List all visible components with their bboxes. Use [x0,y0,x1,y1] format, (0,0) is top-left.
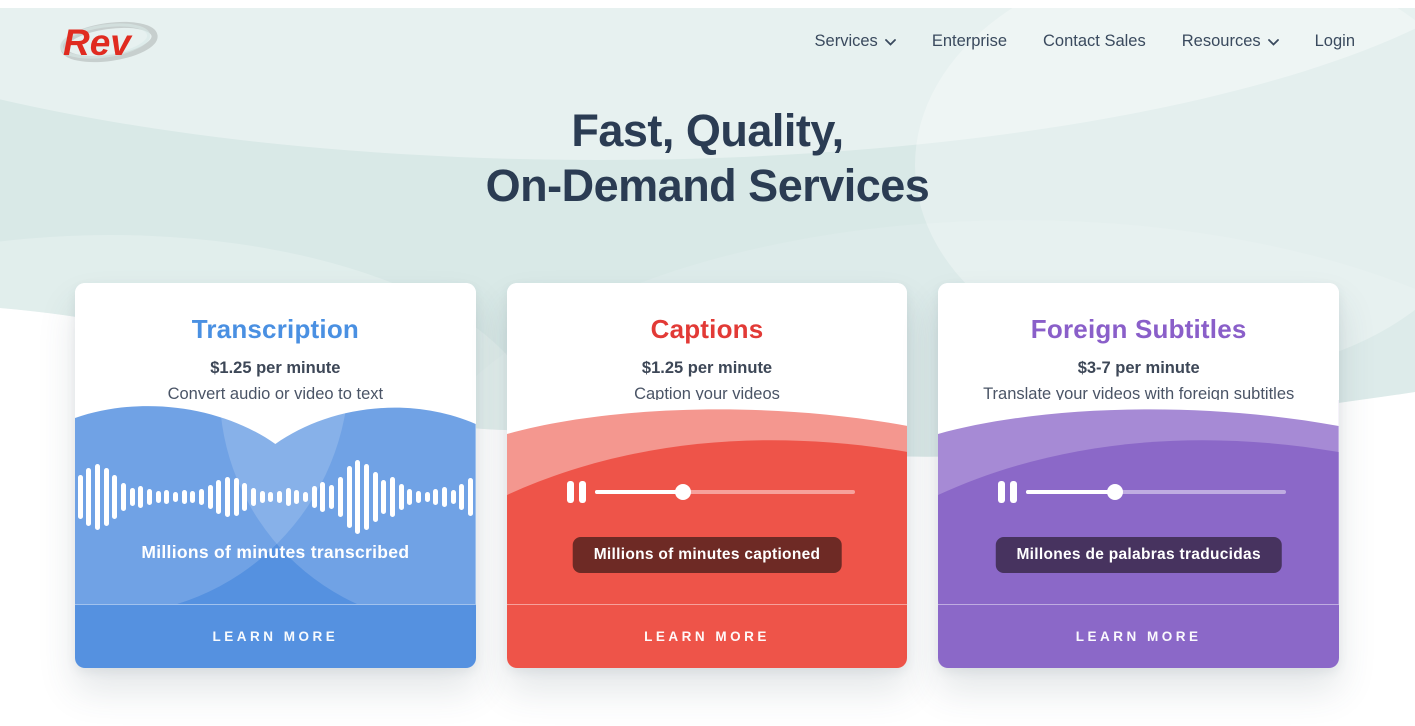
card-foreign-subtitles: Foreign Subtitles $3-7 per minute Transl… [938,283,1340,668]
slider-fill [594,490,684,494]
card-head: Foreign Subtitles $3-7 per minute Transl… [938,283,1340,403]
nav-item-services[interactable]: Services [815,32,896,51]
nav-item-label: Services [814,31,878,50]
nav-item-label: Resources [1181,31,1261,50]
nav-item-resources[interactable]: Resources [1182,32,1279,51]
nav-item-login[interactable]: Login [1315,32,1355,51]
card-title: Captions [650,314,764,344]
pause-icon[interactable] [566,481,586,503]
page-title: Fast, Quality,On-Demand Services [485,105,930,211]
nav-item-contact-sales[interactable]: Contact Sales [1043,32,1146,51]
card-description: Caption your videos [634,385,780,403]
card-head: Transcription $1.25 per minute Convert a… [75,283,476,403]
learn-more-button[interactable]: LEARN MORE [75,604,476,668]
main-nav: Services Enterprise Contact Sales Resour… [815,32,1355,51]
stats-badge: Millones de palabras traducidas [995,537,1282,573]
site-header: Rev Services Enterprise Contact Sales Re… [0,8,1415,74]
progress-slider[interactable] [1026,484,1287,500]
card-title: Foreign Subtitles [1030,314,1247,344]
card-captions: Captions $1.25 per minute Caption your v… [506,283,908,668]
slider-fill [1026,490,1115,494]
media-player [938,480,1339,504]
slider-knob[interactable] [1106,484,1123,500]
nav-item-enterprise[interactable]: Enterprise [932,32,1007,51]
rev-logo[interactable]: Rev [55,15,159,67]
pause-icon[interactable] [998,481,1018,503]
card-description: Translate your videos with foreign subti… [983,385,1295,403]
learn-more-button[interactable]: LEARN MORE [506,604,908,668]
nav-item-label: Contact Sales [1043,31,1146,50]
card-media: Millones de palabras traducidas [938,400,1340,604]
card-media: Millions of minutes captioned [506,400,908,604]
card-head: Captions $1.25 per minute Caption your v… [506,283,908,403]
slider-knob[interactable] [675,484,692,500]
nav-item-label: Login [1314,31,1355,50]
card-price: $1.25 per minute [210,359,341,377]
card-media: Millions of minutes transcribed [75,400,476,604]
card-description: Convert audio or video to text [167,385,384,403]
card-transcription: Transcription $1.25 per minute Convert a… [75,283,476,668]
learn-more-label: LEARN MORE [1075,629,1202,644]
progress-slider[interactable] [594,484,855,500]
hero-section: Fast, Quality,On-Demand Services [0,103,1415,213]
media-player [507,480,908,504]
card-title: Transcription [191,314,359,344]
rev-logo-text: Rev [63,22,133,63]
service-cards: Transcription $1.25 per minute Convert a… [75,283,1340,668]
learn-more-label: LEARN MORE [212,629,339,644]
stats-badge: Millions of minutes captioned [572,537,842,573]
card-price: $1.25 per minute [641,359,773,377]
card-price: $3-7 per minute [1077,359,1200,377]
learn-more-button[interactable]: LEARN MORE [938,604,1340,668]
media-caption: Millions of minutes transcribed [141,542,410,562]
audio-waveform [75,455,476,539]
chevron-down-icon [1267,38,1279,46]
nav-item-label: Enterprise [931,31,1008,50]
learn-more-label: LEARN MORE [644,629,770,644]
chevron-down-icon [884,38,896,46]
